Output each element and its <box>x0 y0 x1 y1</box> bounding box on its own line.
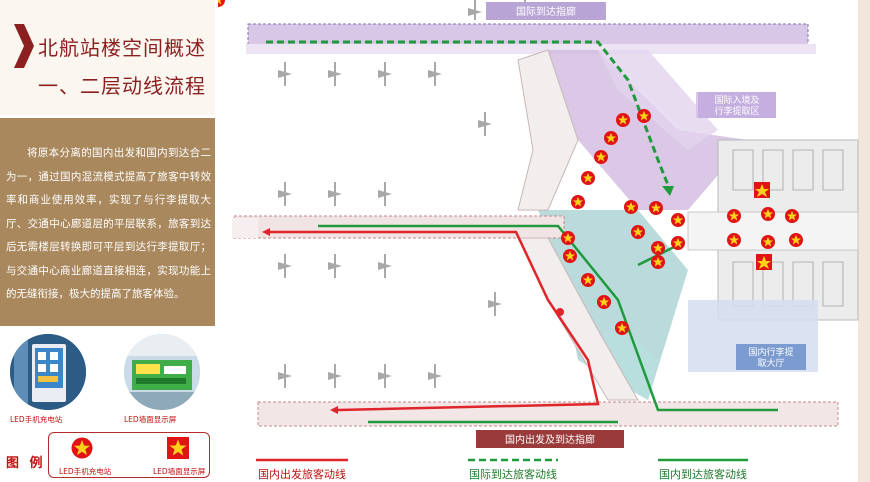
flow-legend: 国内出发旅客动线 国际到达旅客动线 国内到达旅客动线 <box>256 458 748 481</box>
flow-legend-label: 国内出发旅客动线 <box>258 467 346 481</box>
star-circle-icon <box>71 437 93 459</box>
chevron-right-icon <box>14 24 34 68</box>
domestic-arrival-flow-line <box>318 224 778 412</box>
photo-caption: LED墙面显示屏 <box>124 415 177 424</box>
zone-label-domestic-baggage-line2: 取大厅 <box>757 357 784 369</box>
legend-item-label: LED手机充电站 <box>59 467 112 476</box>
charging-station-photo <box>10 334 86 410</box>
photo-caption: LED手机充电站 <box>10 415 63 424</box>
description-text: 将原本分离的国内出发和国内到达合二为一，通过国内混流模式提高了旅客中转效率和商业… <box>0 118 215 326</box>
led-wall-photo <box>124 334 200 410</box>
page-subtitle: 一、二层动线流程 <box>38 74 206 98</box>
left-panel: 北航站楼空间概述 一、二层动线流程 将原本分离的国内出发和国内到达合二为一，通过… <box>0 0 215 482</box>
legend-label: 图 例 <box>6 456 46 471</box>
zone-label-intl-entry-line1: 国际入境及 <box>714 94 759 106</box>
zone-label-domestic-baggage-line1: 国内行李提 <box>748 346 793 358</box>
zone-label-intl-entry-line2: 行李提取区 <box>714 105 759 117</box>
flow-legend-label: 国内到达旅客动线 <box>659 467 747 481</box>
led-display-markers <box>754 182 772 270</box>
zone-label-domestic-corridor: 国内出发及到达指廊 <box>505 433 595 446</box>
flow-legend-label: 国际到达旅客动线 <box>469 467 557 481</box>
legend-item-label: LED墙面显示屏 <box>153 467 206 476</box>
title-bar: 北航站楼空间概述 一、二层动线流程 <box>0 0 215 115</box>
intl-arrival-flow-line <box>266 40 670 186</box>
charging-station-markers <box>218 0 803 335</box>
domestic-departure-flow-line <box>270 230 600 412</box>
terminal-floor-plan: 国际到达指廊 国际入境及 行李提取区 国内行李提 取大厅 国内出发及到达指廊 <box>218 0 870 482</box>
zone-label-intl-arrival-corridor: 国际到达指廊 <box>516 5 576 18</box>
star-square-icon <box>167 437 189 459</box>
legend-box: LED手机充电站 LED墙面显示屏 <box>48 432 210 478</box>
page-title: 北航站楼空间概述 <box>38 36 206 60</box>
